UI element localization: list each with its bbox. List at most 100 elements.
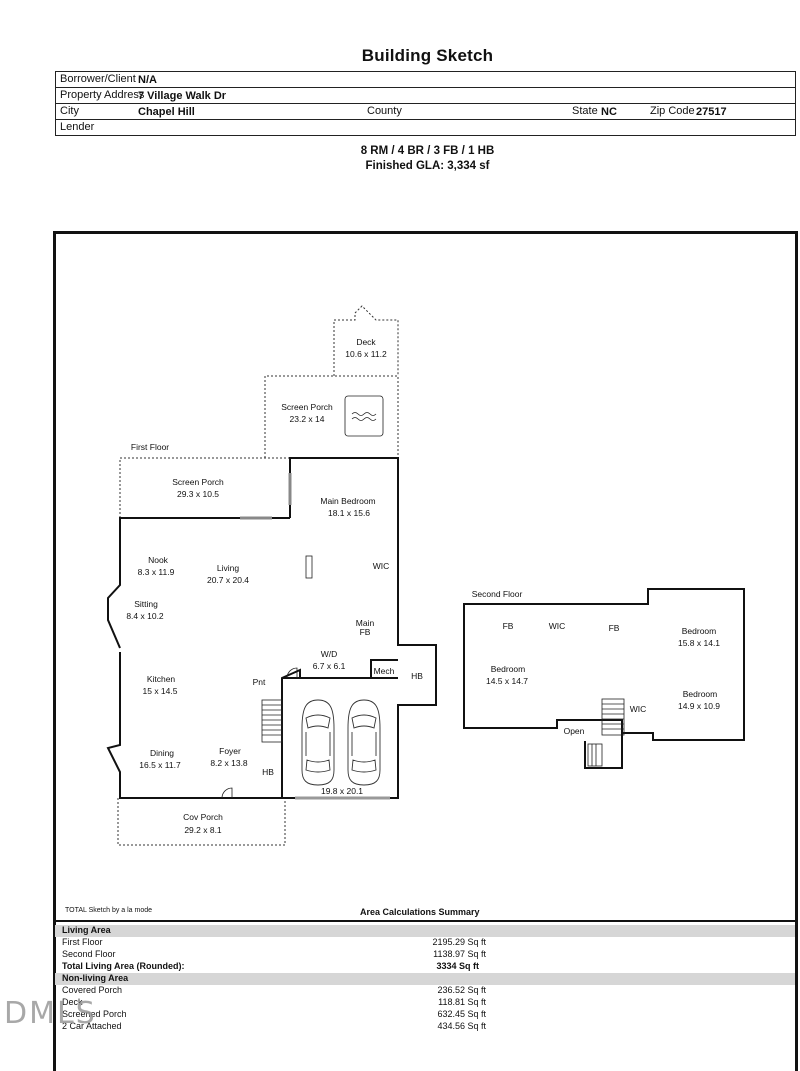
calc-row-garage: 2 Car Attached 434.56 Sq ft <box>62 1021 486 1031</box>
living-label: Living <box>217 563 239 573</box>
calc-heading: Area Calculations Summary <box>360 907 480 917</box>
zip-value: 27517 <box>696 106 727 118</box>
sitting-dims: 8.4 x 10.2 <box>126 611 164 621</box>
dining-dims: 16.5 x 11.7 <box>139 760 181 770</box>
wd-dims: 6.7 x 6.1 <box>313 661 346 671</box>
sketch-frame <box>53 231 798 1071</box>
first-floor-walls <box>106 457 437 799</box>
nook-dims: 8.3 x 11.9 <box>138 567 175 577</box>
living-dims: 20.7 x 20.4 <box>207 575 249 585</box>
car-icon <box>301 699 335 786</box>
room-count-summary: 8 RM / 4 BR / 3 FB / 1 HB <box>360 145 495 157</box>
main-bedroom-dims: 18.1 x 15.6 <box>328 508 370 518</box>
fb-label-b: FB <box>609 623 620 633</box>
state-label: State <box>572 105 598 117</box>
calc-header: TOTAL Sketch by a la mode Area Calculati… <box>55 906 795 922</box>
county-label: County <box>367 105 402 117</box>
state-value: NC <box>601 106 617 118</box>
foyer-dims: 8.2 x 13.8 <box>210 758 248 768</box>
first-floor-exterior-wall <box>106 457 437 799</box>
garage-left-wall <box>281 668 301 798</box>
screen-porch-lower-label: Screen Porch <box>172 477 224 487</box>
calc-row-first-floor: First Floor 2195.29 Sq ft <box>62 937 486 947</box>
wic-label-1: WIC <box>373 561 390 571</box>
first-floor-title: First Floor <box>131 442 169 452</box>
garage-dims: 19.8 x 20.1 <box>321 786 363 796</box>
gla-summary: Finished GLA: 3,334 sf <box>365 160 490 172</box>
room-labels: Deck 10.6 x 11.2 Screen Porch 23.2 x 14 … <box>126 337 720 835</box>
second-floor-stairs <box>587 698 625 767</box>
front-door-swing <box>221 787 233 799</box>
cov-porch-dims: 29.2 x 8.1 <box>184 825 222 835</box>
screen-porch-upper-label: Screen Porch <box>281 402 333 412</box>
screen-porch-lower-outline <box>119 457 290 518</box>
kitchen-label: Kitchen <box>147 674 176 684</box>
second-floor-title: Second Floor <box>472 589 523 599</box>
calc-row-covered-porch: Covered Porch 236.52 Sq ft <box>62 985 486 995</box>
hb-label-2: HB <box>262 767 274 777</box>
screen-porch-upper-outline <box>264 375 399 458</box>
borrower-label: Borrower/Client <box>60 73 136 85</box>
main-bedroom-label: Main Bedroom <box>320 496 375 506</box>
deck-label: Deck <box>356 337 376 347</box>
garage-cars <box>301 699 381 786</box>
address-value: 7 Village Walk Dr <box>138 90 227 102</box>
bedroom-b-label: Bedroom <box>491 664 526 674</box>
second-floor-walls <box>463 588 745 769</box>
city-value: Chapel Hill <box>138 106 195 118</box>
kitchen-dims: 15 x 14.5 <box>143 686 178 696</box>
lender-label: Lender <box>60 121 95 133</box>
fireplace-icon <box>305 555 313 579</box>
wd-label: W/D <box>321 649 338 659</box>
dmls-watermark: DMLS <box>4 996 97 1031</box>
wic-label-3: WIC <box>630 704 647 714</box>
car-icon <box>347 699 381 786</box>
calc-row-screened-porch: Screened Porch 632.45 Sq ft <box>62 1009 486 1019</box>
bedroom-a-label: Bedroom <box>682 626 717 636</box>
fb-label-a: FB <box>503 621 514 631</box>
sketch-credit: TOTAL Sketch by a la mode <box>65 907 153 914</box>
header-row-borrower: Borrower/Client N/A <box>56 72 795 88</box>
first-floor-fixtures <box>221 395 390 800</box>
main-fb-line2: FB <box>360 627 371 637</box>
bedroom-c-label: Bedroom <box>683 689 718 699</box>
screen-porch-upper-dims: 23.2 x 14 <box>290 414 325 424</box>
wic-label-2: WIC <box>549 621 566 631</box>
bedroom-a-dims: 15.8 x 14.1 <box>678 638 720 648</box>
deck-outline <box>333 305 399 376</box>
stairs-first <box>261 699 283 743</box>
borrower-value: N/A <box>138 74 157 86</box>
deck-dims: 10.6 x 11.2 <box>345 349 387 359</box>
calc-row-living-area: Living Area <box>55 925 795 937</box>
mech-wall <box>370 659 398 678</box>
sitting-label: Sitting <box>134 599 158 609</box>
screen-porch-lower-dims: 29.3 x 10.5 <box>177 489 219 499</box>
city-label: City <box>60 105 79 117</box>
calc-row-second-floor: Second Floor 1138.97 Sq ft <box>62 949 486 959</box>
calc-row-non-living-area: Non-living Area <box>55 973 795 985</box>
hb-label-1: HB <box>411 671 423 681</box>
non-living-outlines <box>117 305 399 846</box>
bedroom-b-dims: 14.5 x 14.7 <box>486 676 528 686</box>
calc-row-total-living: Total Living Area (Rounded): 3334 Sq ft <box>62 961 479 971</box>
header-row-city: City Chapel Hill County State NC Zip Cod… <box>56 104 795 120</box>
zip-label: Zip Code <box>650 105 695 117</box>
header-row-lender: Lender <box>56 120 795 136</box>
main-fb-line1: Main <box>356 618 375 628</box>
cov-porch-label: Cov Porch <box>183 812 223 822</box>
stair-landing-wall <box>584 733 623 769</box>
nook-label: Nook <box>148 555 169 565</box>
cov-porch-outline <box>117 798 286 846</box>
page-title: Building Sketch <box>361 46 494 65</box>
calc-row-deck: Deck 118.81 Sq ft <box>62 997 486 1007</box>
dining-label: Dining <box>150 748 174 758</box>
mech-label: Mech <box>374 666 395 676</box>
foyer-label: Foyer <box>219 746 241 756</box>
address-label: Property Address <box>60 89 145 101</box>
header-row-address: Property Address 7 Village Walk Dr <box>56 88 795 104</box>
property-header-table: Borrower/Client N/A Property Address 7 V… <box>55 71 796 136</box>
bedroom-c-dims: 14.9 x 10.9 <box>678 701 720 711</box>
hot-tub-icon <box>344 395 384 437</box>
pantry-label: Pnt <box>253 677 266 687</box>
